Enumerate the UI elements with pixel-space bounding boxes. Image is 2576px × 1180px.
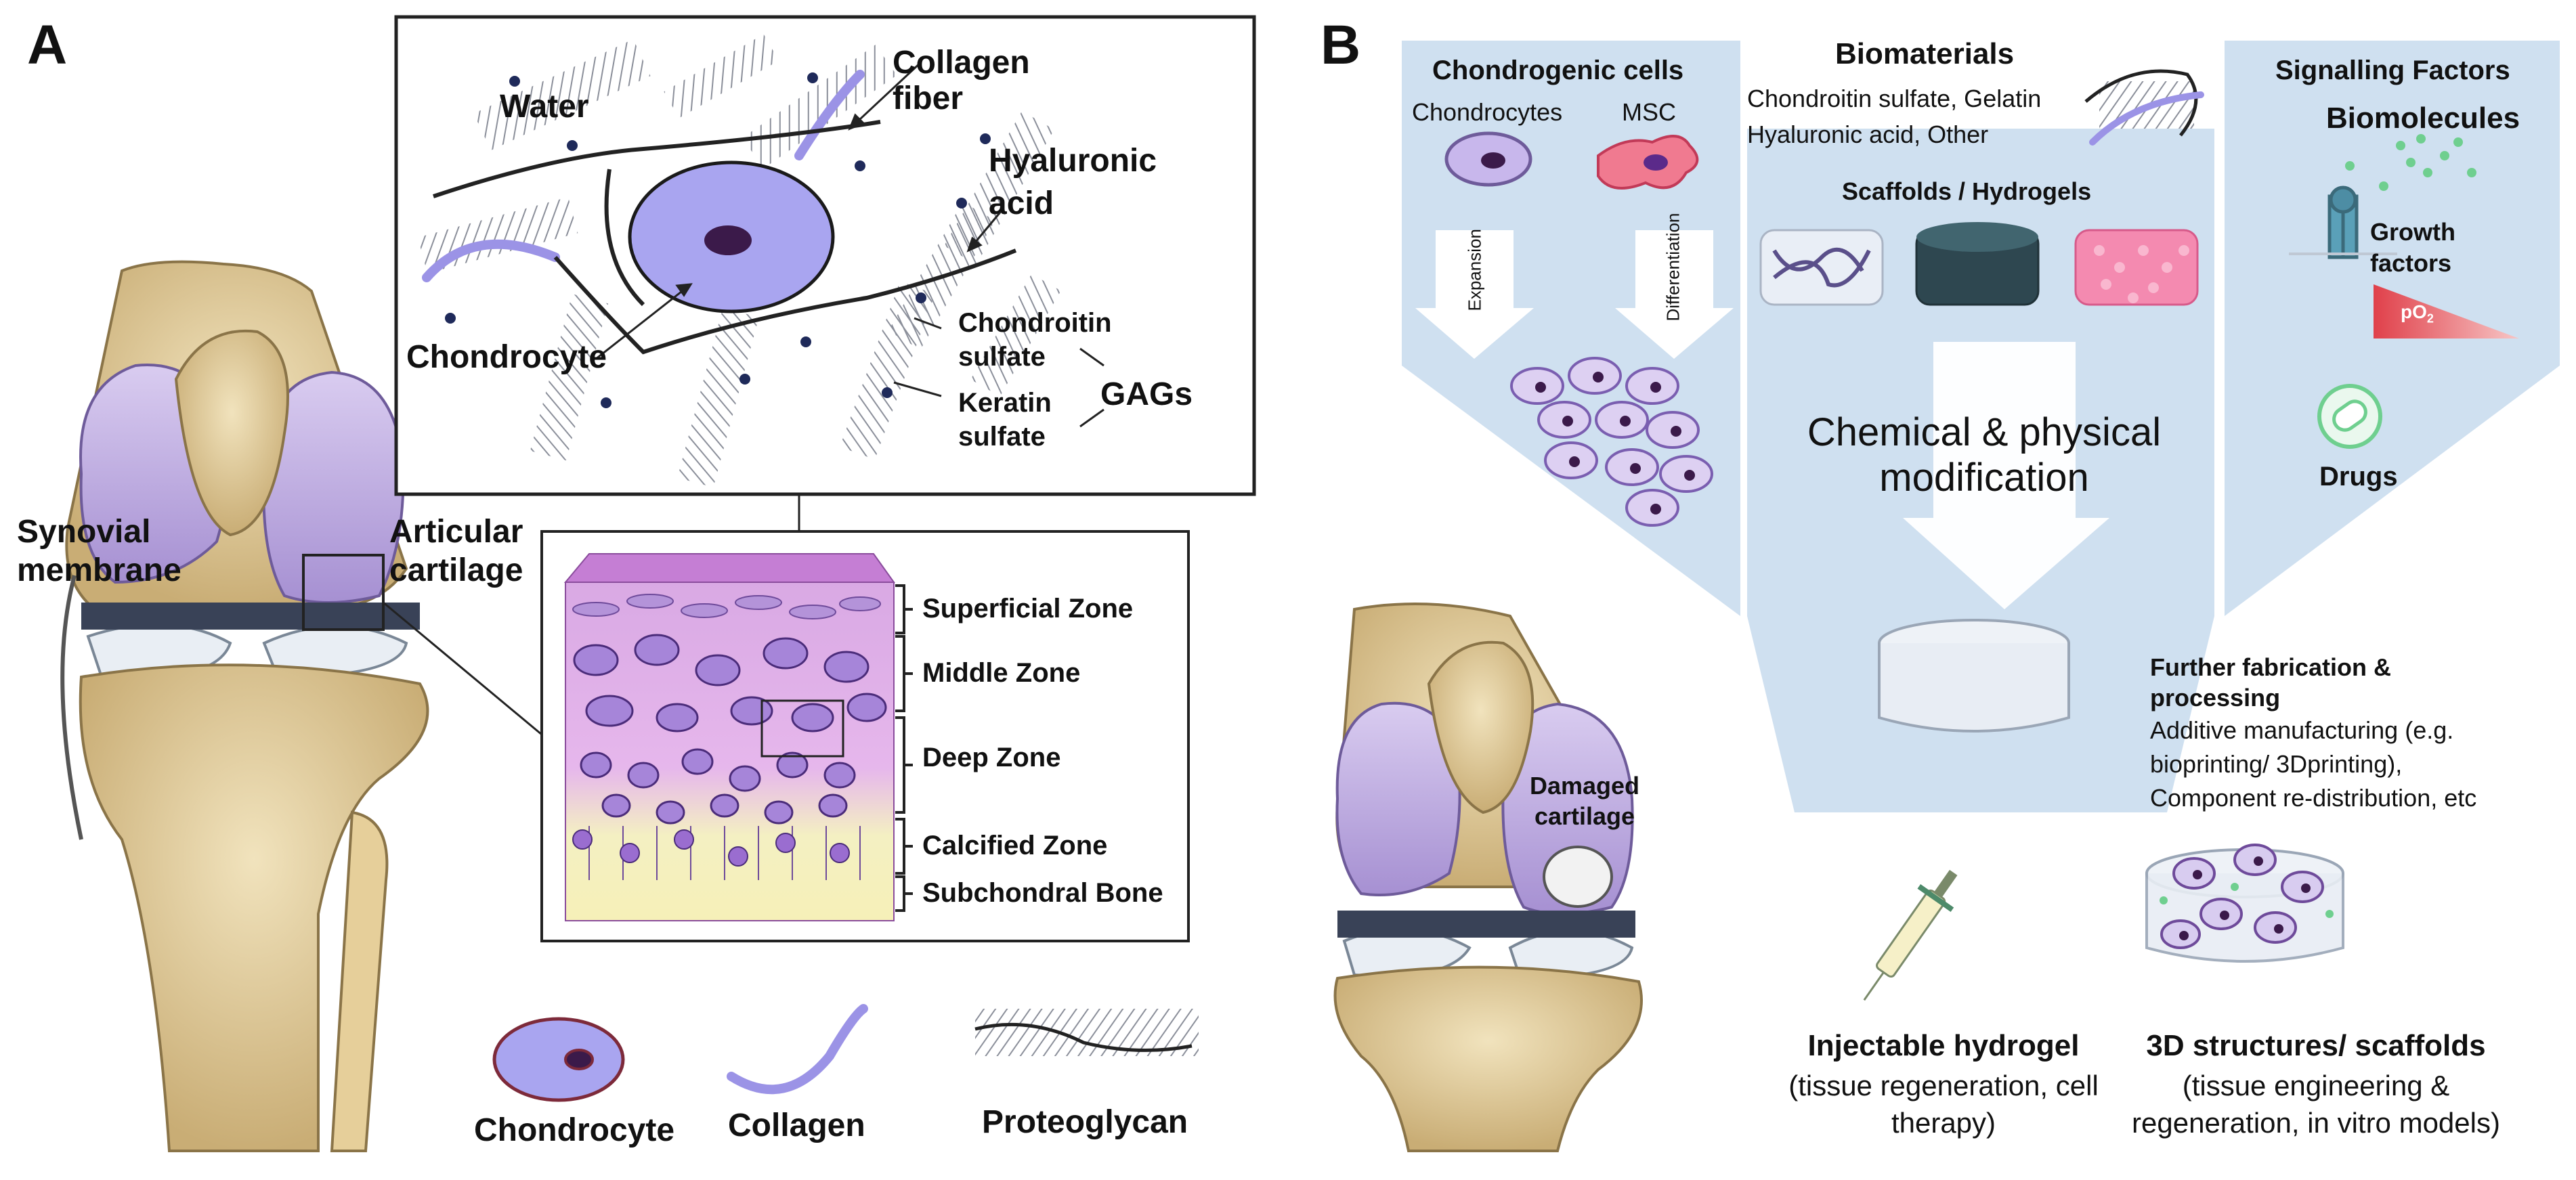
chondrogenic-cells-title: Chondrogenic cells <box>1432 56 1684 85</box>
gags-label: GAGs <box>1100 376 1193 412</box>
damaged-cartilage-lesion <box>1543 846 1613 908</box>
biomaterials-list-2: Hyaluronic acid, Other <box>1747 121 1989 148</box>
panel-b-letter: B <box>1321 14 1361 76</box>
chondrocytes-label: Chondrocytes <box>1412 98 1563 126</box>
keratin-sulfate-label-2: sulfate <box>958 422 1046 452</box>
legend-collagen-label: Collagen <box>728 1108 865 1143</box>
zone-calcified: Calcified Zone <box>922 831 1108 860</box>
chondroitin-sulfate-label-1: Chondroitin <box>958 308 1112 338</box>
drugs-label: Drugs <box>2319 462 2398 491</box>
differentiation-label: Differentiation <box>1662 213 1683 322</box>
3d-structures-text-2: regeneration, in vitro models) <box>2132 1107 2500 1139</box>
further-fabrication-title-2: processing <box>2150 684 2281 712</box>
further-fabrication-title-1: Further fabrication & <box>2150 653 2392 681</box>
scaffold-with-cells-icon <box>2145 844 2344 963</box>
scaffolds-hydrogels-label: Scaffolds / Hydrogels <box>1842 177 2092 205</box>
collagen-fiber-label-1: Collagen <box>893 45 1030 81</box>
injectable-hydrogel-text-2: therapy) <box>1891 1107 1996 1139</box>
funnel-left <box>1402 41 1740 616</box>
legend-a <box>492 1004 1199 1102</box>
biomolecules-label: Biomolecules <box>2326 102 2520 135</box>
zone-superficial: Superficial Zone <box>922 594 1134 624</box>
damaged-cartilage-label-2: cartilage <box>1534 802 1635 830</box>
msc-label: MSC <box>1622 98 1676 126</box>
articular-cartilage-label-1: Articular <box>389 514 523 550</box>
hyaluronic-acid-label-2: acid <box>989 185 1054 221</box>
legend-chondrocyte-label: Chondrocyte <box>474 1112 675 1148</box>
syringe-icon <box>1863 869 1958 1001</box>
growth-factors-label-2: factors <box>2370 249 2452 277</box>
synovial-membrane-label-2: membrane <box>17 552 181 588</box>
zone-subchondral-bone: Subchondral Bone <box>922 878 1163 908</box>
3d-structures-text-1: (tissue engineering & <box>2182 1070 2450 1101</box>
cartilage-zones-box <box>540 530 1190 942</box>
chondrocyte-label: Chondrocyte <box>406 339 607 375</box>
knee-illustration-a <box>60 260 542 1152</box>
further-fabrication-text-2: bioprinting/ 3Dprinting), <box>2150 750 2403 778</box>
signalling-factors-title: Signalling Factors <box>2275 56 2510 85</box>
po2-gradient-icon <box>2374 284 2519 338</box>
funnel-middle <box>1747 129 2214 812</box>
expanded-cells-icon <box>1510 357 1713 527</box>
legend-proteoglycan-label: Proteoglycan <box>982 1104 1188 1140</box>
further-fabrication-text-3: Component re-distribution, etc <box>2150 784 2477 812</box>
legend-collagen-icon <box>727 1004 868 1095</box>
further-fabrication-text-1: Additive manufacturing (e.g. <box>2150 716 2454 744</box>
zone-middle: Middle Zone <box>922 658 1081 688</box>
matrix-inset <box>394 15 1256 718</box>
damaged-cartilage-label-1: Damaged <box>1529 772 1640 800</box>
injectable-hydrogel-text-1: (tissue regeneration, cell <box>1788 1070 2099 1101</box>
po2-label: pO2 <box>2401 301 2434 326</box>
modification-label-1: Chemical & physical <box>1807 410 2162 454</box>
hyaluronic-acid-label-1: Hyaluronic <box>989 143 1157 179</box>
biomaterials-title: Biomaterials <box>1835 37 2015 70</box>
biomaterials-list-1: Chondroitin sulfate, Gelatin <box>1747 85 2042 112</box>
water-label: Water <box>500 89 589 125</box>
modification-label-2: modification <box>1879 456 2089 500</box>
growth-factors-label-1: Growth <box>2370 218 2455 246</box>
receptor-icon <box>2327 185 2359 259</box>
chondroitin-sulfate-label-2: sulfate <box>958 342 1046 372</box>
biomaterial-fibers-icon <box>2084 69 2204 146</box>
expansion-label: Expansion <box>1464 229 1485 311</box>
keratin-sulfate-label-1: Keratin <box>958 388 1052 418</box>
3d-structures-title: 3D structures/ scaffolds <box>2146 1029 2486 1062</box>
synovial-membrane-label-1: Synovial <box>17 514 151 550</box>
panel-a-letter: A <box>27 14 68 76</box>
legend-chondrocyte-icon <box>492 1017 625 1102</box>
injectable-hydrogel-title: Injectable hydrogel <box>1807 1029 2080 1062</box>
funnel-right <box>2225 41 2560 616</box>
collagen-fiber-label-2: fiber <box>893 81 964 116</box>
articular-cartilage-label-2: cartilage <box>389 552 523 588</box>
zone-deep: Deep Zone <box>922 743 1061 772</box>
knee-illustration-b <box>1333 603 1643 1152</box>
